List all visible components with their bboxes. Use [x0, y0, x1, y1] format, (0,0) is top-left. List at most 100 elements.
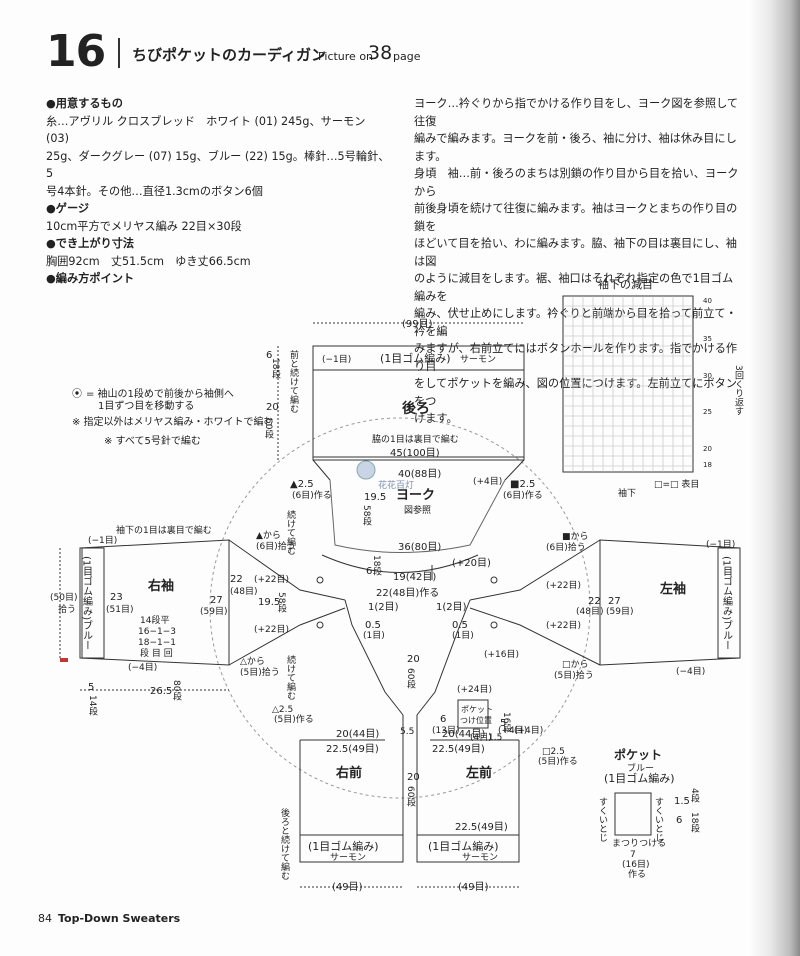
pocket-left-note: すくいとじ	[597, 797, 608, 842]
pocket-pos-plus4: (+4目)	[514, 725, 543, 736]
book-title: Top-Down Sweaters	[58, 912, 181, 925]
right-front-cont: 後ろと続けて編む	[279, 807, 290, 880]
materials-line: 糸…アヴリル クロスブレッド ホワイト (01) 245g、サーモン (03)	[46, 114, 366, 146]
red-mark	[60, 658, 68, 662]
right-sleeve-minus1: (−1目)	[88, 535, 117, 546]
right-sleeve-plus22: (+22目)	[254, 574, 289, 585]
yoke-sub: 図参照	[404, 504, 431, 516]
right-front-rib: (1目ゴム編み)	[308, 839, 379, 853]
picture-page-word: page	[393, 50, 421, 63]
back-rib-rows: 18段	[270, 358, 281, 379]
watermark-icon	[356, 460, 376, 480]
legend-item: = 袖山の1段めで前後から袖側へ	[86, 387, 234, 400]
points-heading: ●編み方ポイント	[46, 272, 135, 285]
yoke-half-right: 0.5	[452, 620, 468, 631]
left-front-w2: 22.5(49目)	[432, 744, 485, 755]
move-marker-icon	[316, 621, 324, 629]
pocket-pos-h-st: (13目)	[432, 725, 459, 736]
pocket-pos-label2: つけ位置	[460, 715, 492, 725]
pocket-h1-rows: 4段	[689, 788, 700, 804]
right-front-w2: 22.5(49目)	[326, 744, 379, 755]
left-front-w1: 20(44目)	[442, 729, 485, 740]
page-number: 84	[38, 912, 52, 925]
yoke-circle	[209, 417, 591, 799]
left-sleeve-cuff	[717, 547, 741, 659]
back-body	[312, 369, 525, 461]
yoke-cont-note: 続けて編む	[285, 654, 296, 700]
instruction-line: 身頃 袖…前・後ろのまちは別鎖の作り目から目を拾い、ヨークから	[414, 167, 739, 198]
right-front-h2-rows: 60段	[405, 668, 416, 689]
size-heading: ●でき上がり寸法	[46, 237, 135, 250]
instruction-line: をしてポケットを編み、図の位置につけます。左前立てにボタンをつ	[414, 377, 737, 408]
right-sleeve-len: 23	[110, 592, 123, 603]
left-sleeve-sq-bot: □から	[562, 659, 589, 670]
gauge-heading: ●ゲージ	[46, 202, 90, 215]
legend-item: 1目ずつ目を移動する	[98, 399, 194, 412]
gauge-text: 10cm平方でメリヤス編み 22目×30段	[46, 219, 242, 233]
left-front-rib-color: サーモン	[462, 852, 498, 863]
back-body-height: 20	[266, 402, 279, 413]
yoke-cont-note: 続けて編む	[285, 509, 296, 555]
right-sleeve-dec: 16−1−3	[138, 627, 176, 637]
pocket-color: ブルー	[627, 762, 654, 774]
right-sleeve-w1-st: (48目)	[230, 586, 257, 597]
yoke-half-left-st: (1目)	[363, 630, 385, 641]
left-front-label: 左前	[466, 765, 492, 781]
right-sleeve-note: 袖下の1目は裏目で編む	[116, 524, 212, 536]
pocket-width-st: (16目)	[622, 859, 649, 870]
book-spine-shadow	[750, 0, 800, 956]
back-cont-note: 前と続けて編む	[288, 349, 299, 413]
yoke-width-top: 40(88目)	[398, 469, 441, 480]
chart-row-mark: 35	[703, 335, 712, 343]
yoke-front-top: 22(48目)作る	[376, 587, 439, 599]
left-sleeve-sq-top-st: (6目)拾う	[546, 541, 586, 553]
back-rib-height: 6	[266, 350, 272, 361]
pocket-pos-side-rows: 16段	[501, 712, 512, 733]
picture-on-label: Picture on	[318, 50, 374, 63]
right-sleeve-plus22: (+22目)	[254, 624, 289, 635]
instruction-line: けます。	[414, 412, 458, 425]
materials-line: 25g、ダークグレー (07) 15g、ブルー (22) 15g。棒針…5号輪針…	[46, 149, 390, 181]
right-sleeve-dec: 段 目 回	[140, 647, 173, 659]
pocket-position	[457, 699, 489, 729]
sleeve-chart-title: 袖下の減目	[598, 277, 653, 291]
materials-section: ●用意するもの 糸…アヴリル クロスブレッド ホワイト (01) 245g、サー…	[46, 95, 391, 288]
chart-row-mark: 30	[703, 372, 712, 380]
pocket-stitch: (1目ゴム編み)	[604, 771, 675, 785]
yoke-mark-right: ■2.5	[510, 479, 535, 490]
yoke-height: 19.5	[364, 492, 386, 503]
pocket-width: 7	[630, 850, 636, 860]
left-front-rib-w: 22.5(49目)	[455, 822, 508, 833]
back-body-rows: 60段	[263, 418, 274, 439]
left-front-rib: (1目ゴム編み)	[428, 839, 499, 853]
instruction-line: 編みで編みます。ヨークを前・後ろ、袖に分け、袖は休み目にします。	[414, 132, 737, 163]
left-sleeve-w2-st: (59目)	[606, 606, 633, 617]
chart-row-mark: 40	[703, 297, 712, 305]
yoke-plus24: (+24目)	[457, 684, 492, 695]
back-rib: (1目ゴム編み)	[380, 351, 451, 365]
yoke-mark-right-st: (6目)作る	[503, 489, 543, 501]
instruction-line: ほどいて目を拾い、わに編みます。脇、袖下の目は裏目にし、袖は図	[414, 237, 737, 268]
back-width: 45(100目)	[390, 448, 440, 459]
pattern-number: 16	[46, 26, 106, 77]
pocket-h2-rows: 18段	[689, 812, 700, 833]
right-sleeve-w2-st: (59目)	[200, 606, 227, 617]
sleeve-chart-cells	[563, 296, 693, 472]
left-front-rib	[416, 834, 520, 863]
right-sleeve-w1: 22	[230, 574, 243, 585]
pocket-h1: 1.5	[674, 796, 690, 807]
right-front-h2b-rows: 60段	[405, 786, 416, 807]
instructions-section: ヨーク…衿ぐりから指でかける作り目をし、ヨーク図を参照して往復 編みで編みます。…	[414, 95, 744, 428]
yoke-plus20: (+20目)	[452, 558, 491, 569]
right-sleeve-tri-bot-st: (5目)拾う	[240, 666, 280, 678]
left-sleeve-minus4: (−4目)	[676, 666, 705, 677]
right-front-h2b: 20	[407, 772, 420, 783]
legend-item: ※ すべて5号針で編む	[104, 434, 201, 447]
chart-row-mark: 20	[703, 445, 712, 453]
move-marker-icon	[490, 576, 498, 584]
yoke-plus4: (+4目)	[473, 476, 502, 487]
watermark: 花花百灯	[378, 479, 414, 491]
pocket-pos-h: 6	[440, 714, 446, 725]
yoke-neck-h: 6	[366, 566, 372, 577]
